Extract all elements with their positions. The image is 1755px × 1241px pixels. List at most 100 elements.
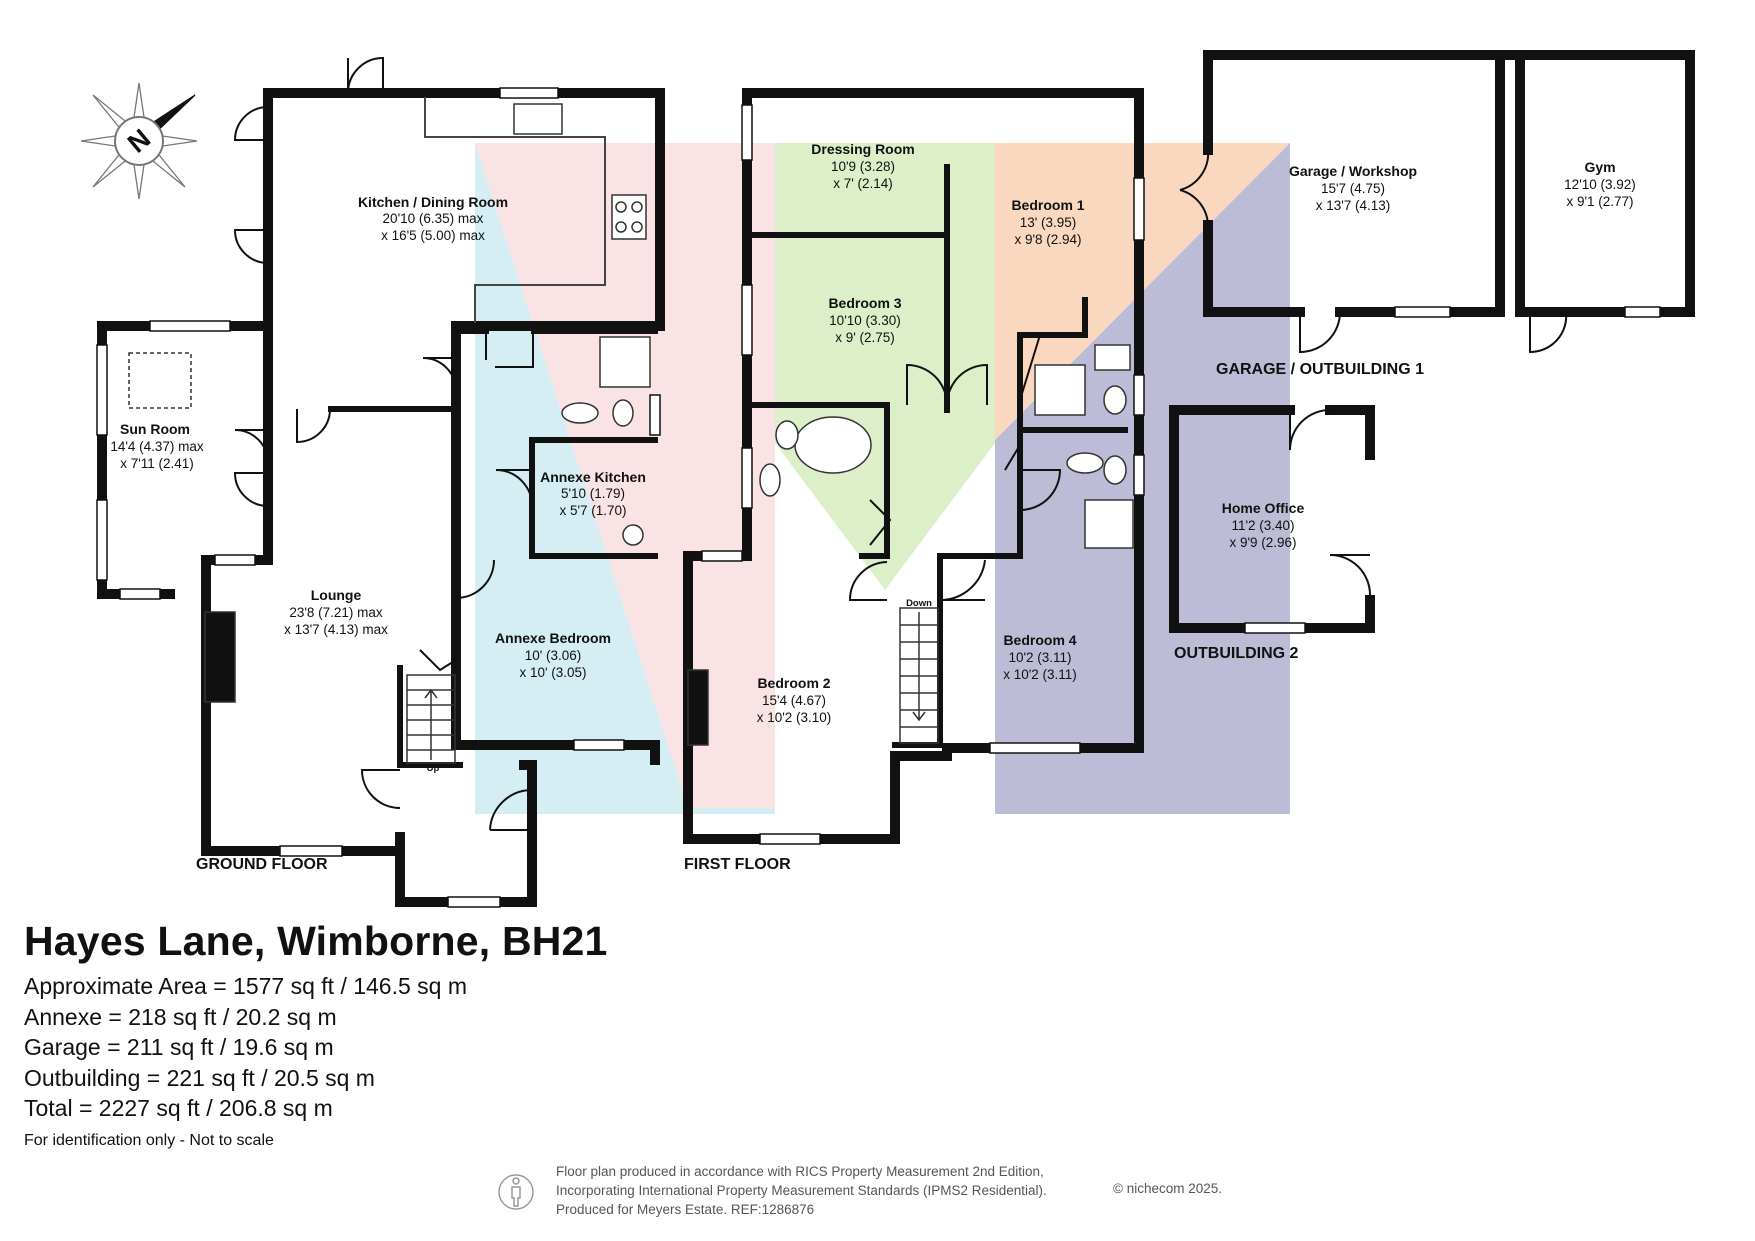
area-annexe: Annexe = 218 sq ft / 20.2 sq m (24, 1003, 337, 1030)
basin-icon (1066, 452, 1104, 474)
first-floor-interior-wall (937, 332, 1128, 559)
room-bedroom2-dim2: x 10'2 (3.10) (757, 710, 832, 725)
sink-icon (622, 524, 644, 546)
area-garage: Garage = 211 sq ft / 19.6 sq m (24, 1034, 334, 1060)
ground-floor (97, 88, 665, 907)
stairs-up (406, 674, 456, 764)
area-total: Total = 2227 sq ft / 206.8 sq m (24, 1095, 333, 1121)
room-bedroom4-dim2: x 10'2 (3.11) (1003, 667, 1077, 682)
door (455, 559, 495, 600)
chimney (204, 611, 236, 703)
overlay-green (775, 143, 995, 590)
area-outbuilding: Outbuilding = 221 sq ft / 20.5 sq m (24, 1064, 375, 1091)
overlay-blue (475, 143, 775, 814)
room-office-dim2: x 9'9 (2.96) (1229, 535, 1296, 550)
room-bedroom3-dim2: x 9' (2.75) (835, 330, 895, 345)
door (296, 408, 331, 444)
footer-line-3: Produced for Meyers Estate. REF:1286876 (556, 1202, 815, 1217)
door (489, 788, 533, 831)
ground-floor-outer-wall (201, 321, 405, 856)
footer-copyright: © nichecom 2025. (1113, 1181, 1223, 1196)
room-lounge-dim2: x 13'7 (4.13) max (284, 622, 388, 637)
door (1529, 311, 1568, 354)
room-dressing-dim1: 10'9 (3.28) (831, 159, 895, 174)
room-garage-dim1: 15'7 (4.75) (1321, 181, 1385, 196)
first-floor-label: FIRST FLOOR (684, 856, 791, 873)
door (1179, 149, 1210, 226)
basin-icon (561, 402, 599, 424)
room-bedroom4-name: Bedroom 4 (1003, 632, 1076, 648)
door (495, 469, 534, 508)
office-outer-wall (1325, 405, 1375, 460)
footer-line-1: Floor plan produced in accordance with R… (556, 1164, 1044, 1179)
window (701, 550, 743, 562)
room-sunroom-name: Sun Room (120, 421, 190, 437)
room-bedroom2-name: Bedroom 2 (757, 675, 830, 691)
room-dressing-name: Dressing Room (811, 141, 914, 157)
window (149, 320, 231, 332)
window (119, 588, 161, 600)
window (989, 742, 1081, 754)
room-bedroom4-dim1: 10'2 (3.11) (1008, 650, 1071, 665)
room-annexe-bedroom-dim2: x 10' (3.05) (519, 665, 586, 680)
room-office-dim1: 11'2 (3.40) (1231, 518, 1294, 533)
property-title: Hayes Lane, Wimborne, BH21 (24, 918, 608, 964)
person-icon (498, 1174, 534, 1210)
garage-floor-label: GARAGE / OUTBUILDING 1 (1216, 361, 1424, 378)
room-office-name: Home Office (1222, 500, 1305, 516)
window (96, 344, 108, 436)
fixtures (128, 103, 1134, 746)
door (848, 559, 986, 602)
door (1329, 554, 1371, 596)
room-bedroom3-dim1: 10'10 (3.30) (829, 313, 901, 328)
skylight-icon (128, 352, 192, 409)
ground-floor-outer-wall (263, 88, 665, 765)
room-kitchen-dim1: 20'10 (6.35) max (383, 211, 484, 226)
room-gym-dim2: x 9'1 (2.77) (1566, 194, 1633, 209)
room-dressing-dim2: x 7' (2.14) (833, 176, 893, 191)
room-sunroom-dim1: 14'4 (4.37) max (110, 439, 204, 454)
window (279, 845, 343, 857)
toilet-icon (775, 420, 799, 450)
room-bedroom1-name: Bedroom 1 (1011, 197, 1084, 213)
stairs-down-label: Down (906, 598, 932, 609)
room-kitchen-name: Kitchen / Dining Room (358, 194, 508, 210)
door (233, 429, 269, 507)
room-lounge-name: Lounge (311, 587, 362, 603)
area-approximate: Approximate Area = 1577 sq ft / 146.5 sq… (24, 973, 468, 999)
door (1019, 334, 1085, 401)
first-floor-interior-wall (892, 553, 943, 748)
window (214, 554, 256, 566)
door (360, 769, 401, 809)
lounge-stair-wall (397, 665, 463, 768)
door (1019, 469, 1062, 511)
window (649, 394, 661, 436)
room-garage-name: Garage / Workshop (1289, 163, 1417, 179)
door (869, 499, 892, 546)
window (741, 447, 753, 509)
window (499, 87, 559, 99)
room-gym-name: Gym (1584, 159, 1615, 175)
first-floor-interior-wall (744, 402, 890, 559)
room-annexe-kitchen-dim2: x 5'7 (1.70) (559, 503, 626, 518)
basin-icon (1094, 344, 1131, 371)
office-outer-wall (1169, 405, 1375, 633)
room-annexe-kitchen-name: Annexe Kitchen (540, 469, 646, 485)
bath-icon (794, 416, 872, 474)
toilet-icon (1103, 455, 1127, 485)
door (1299, 311, 1341, 354)
shower-icon (599, 336, 651, 388)
room-labels: Kitchen / Dining Room 20'10 (6.35) max x… (110, 141, 1636, 774)
window (741, 284, 753, 356)
window (741, 104, 753, 161)
windows (96, 87, 1661, 908)
room-bedroom3-name: Bedroom 3 (828, 295, 901, 311)
door (419, 649, 457, 672)
room-garage-dim2: x 13'7 (4.13) (1316, 198, 1391, 213)
door (347, 56, 384, 94)
chimney (687, 669, 709, 746)
room-bedroom1-dim1: 13' (3.95) (1020, 215, 1077, 230)
door (422, 357, 457, 391)
window (759, 833, 821, 845)
